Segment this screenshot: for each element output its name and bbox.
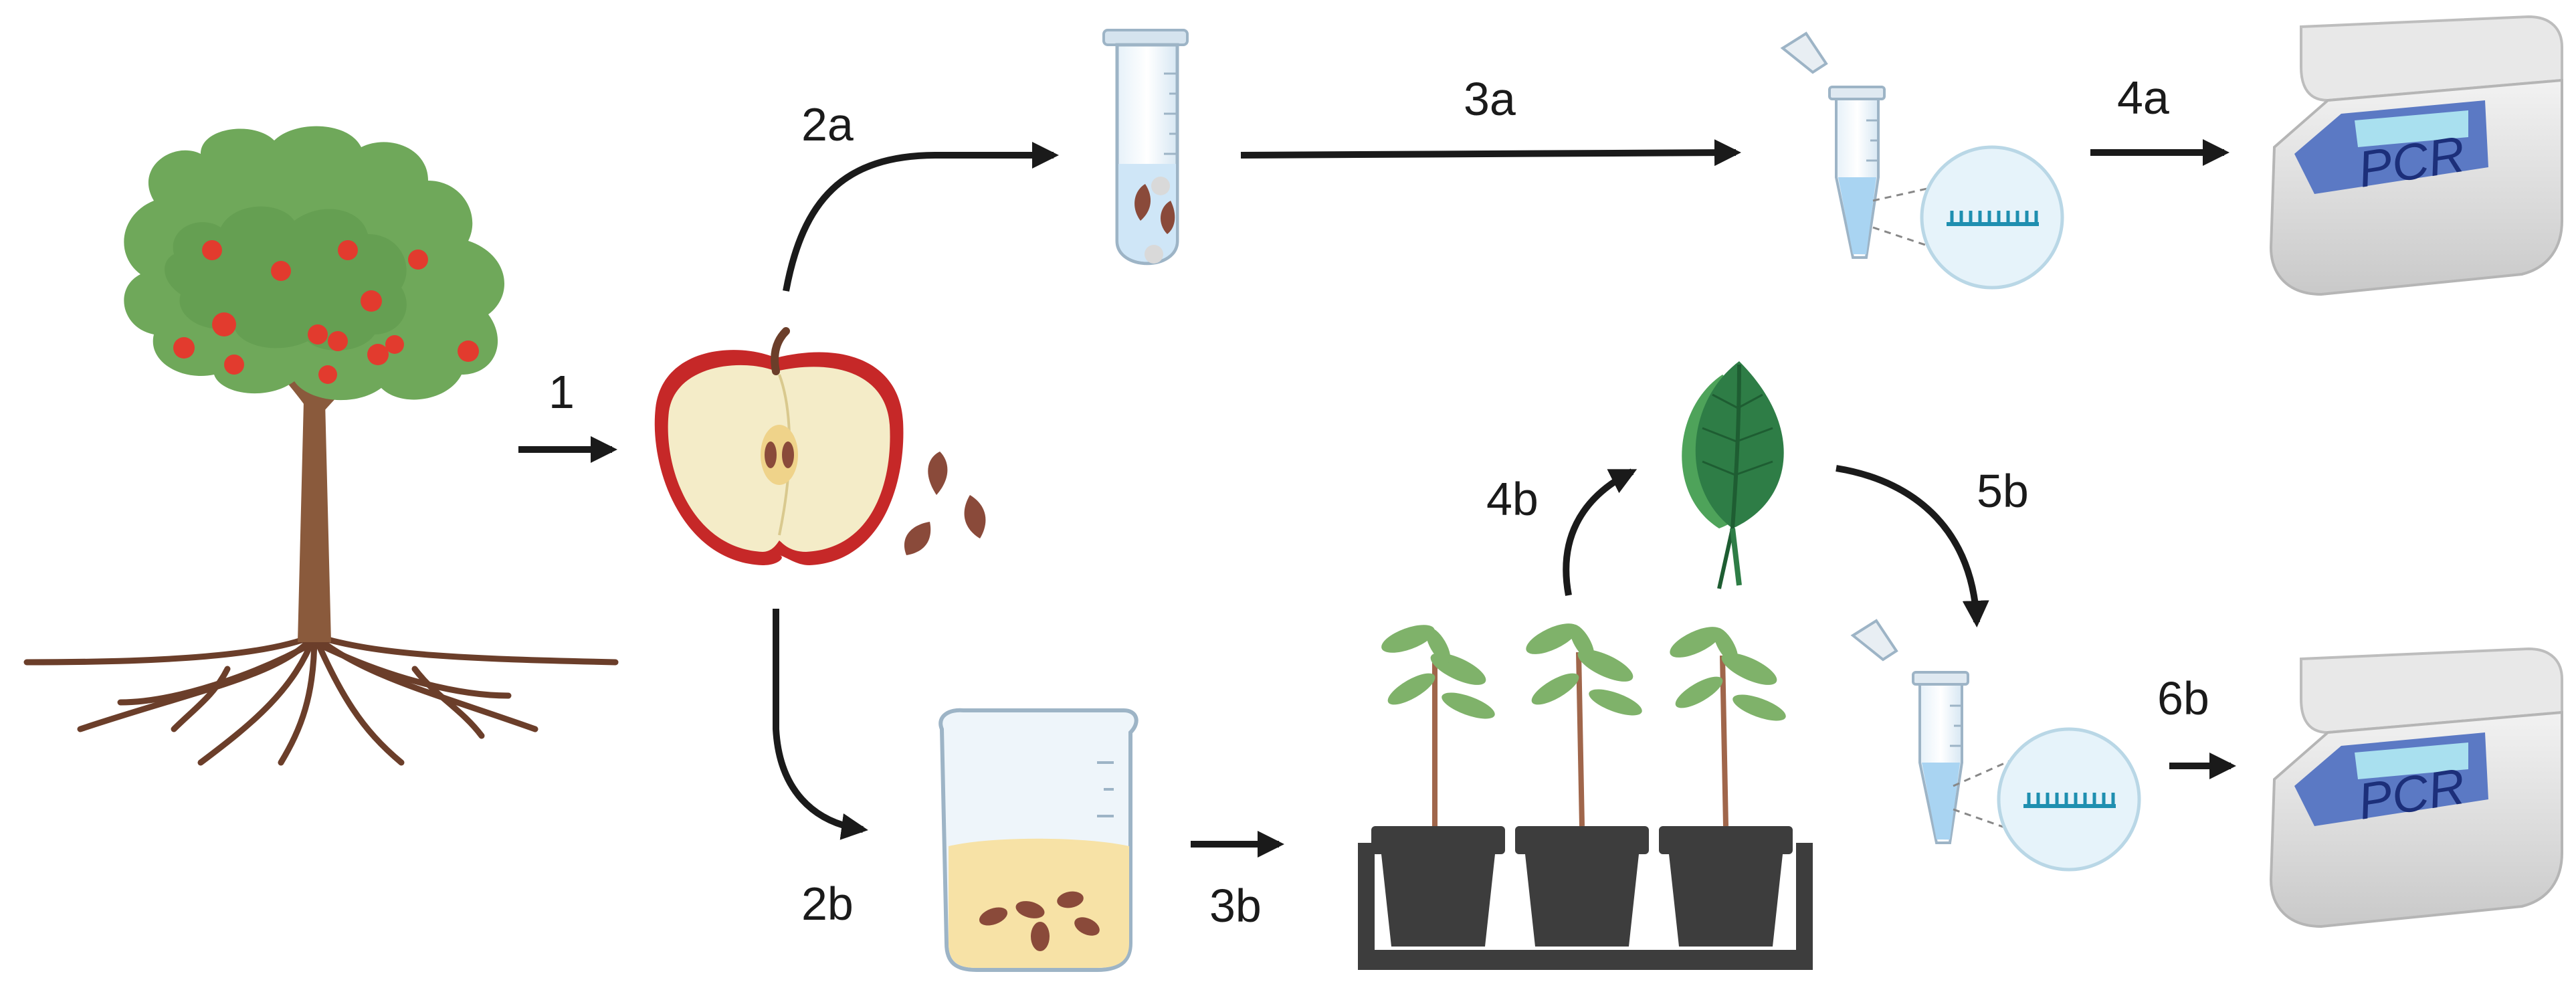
- tube-with-seeds-icon: [1102, 29, 1189, 266]
- step-label-1: 1: [549, 366, 575, 418]
- apple-half-icon: [654, 327, 904, 565]
- step-label-5b: 5b: [1977, 465, 2029, 517]
- step-label-4a: 4a: [2117, 72, 2169, 124]
- arrow-step-1: 1: [518, 366, 617, 463]
- microtube-icon: [1780, 31, 1886, 259]
- seedling-pots-icon: [1358, 623, 1813, 970]
- arrow-step-2a: 2a: [783, 98, 1059, 292]
- beaker-icon: [938, 708, 1138, 972]
- step-label-2b: 2b: [801, 878, 854, 930]
- arrow-step-4b: 4b: [1486, 468, 1638, 596]
- arrow-step-6b: 6b: [2157, 672, 2236, 779]
- step-label-6b: 6b: [2157, 672, 2209, 724]
- arrow-step-3a: 3a: [1240, 73, 1741, 167]
- arrow-step-2b: 2b: [773, 609, 868, 930]
- pcr-machine-icon-bottom: PCR: [2269, 647, 2563, 928]
- seed-icon: [904, 452, 986, 555]
- arrow-step-4a: 4a: [2090, 72, 2230, 166]
- dna-zoom-icon: [1872, 145, 2064, 290]
- step-label-2a: 2a: [801, 98, 854, 151]
- leaf-icon: [1682, 361, 1784, 589]
- apple-tree-icon: [23, 126, 619, 766]
- step-label-4b: 4b: [1486, 473, 1539, 525]
- step-label-3b: 3b: [1209, 880, 1262, 932]
- microtube-icon-bottom: [1850, 619, 1969, 844]
- dna-zoom-icon-bottom: [1953, 727, 2141, 872]
- pcr-machine-icon: PCR: [2269, 15, 2563, 296]
- step-label-3a: 3a: [1464, 73, 1516, 125]
- arrow-step-5b: 5b: [1836, 465, 2029, 627]
- arrow-step-3b: 3b: [1191, 831, 1284, 932]
